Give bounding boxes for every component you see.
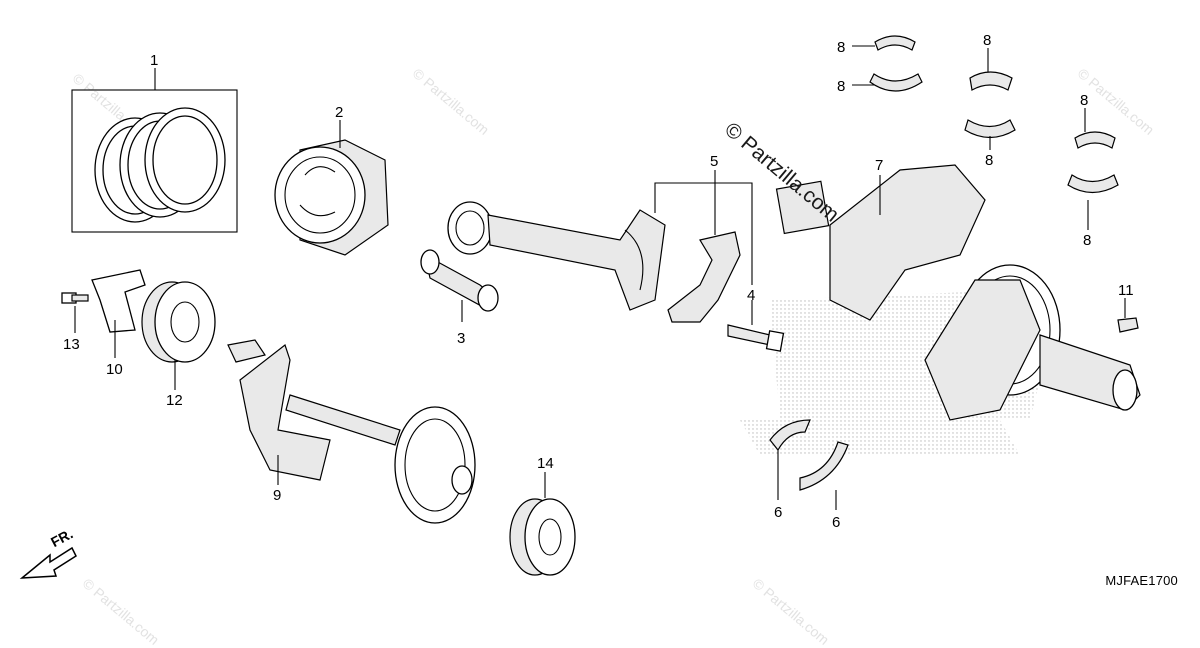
- callout-14: 14: [537, 455, 554, 472]
- callout-3: 3: [457, 330, 465, 347]
- piston: [274, 139, 389, 256]
- callout-8e: 8: [1080, 92, 1088, 109]
- setting-plate: [91, 269, 146, 333]
- callout-6b: 6: [832, 514, 840, 531]
- callout-8f: 8: [1083, 232, 1091, 249]
- callout-4: 4: [747, 287, 755, 304]
- callout-9: 9: [273, 487, 281, 504]
- callout-8a: 8: [837, 39, 845, 56]
- callout-5: 5: [710, 153, 718, 170]
- rod-bearings: [769, 419, 849, 491]
- diagram-reference-code: MJFAE1700: [1105, 573, 1178, 588]
- callout-1: 1: [150, 52, 158, 69]
- piston-pin: [420, 249, 499, 312]
- callout-8d: 8: [985, 152, 993, 169]
- rod-cap: [667, 231, 741, 323]
- ball-bearing-12: [141, 281, 216, 363]
- callout-2: 2: [335, 104, 343, 121]
- connecting-rod: [447, 201, 666, 311]
- rod-bolt: [727, 324, 785, 352]
- woodruff-key: [1117, 317, 1139, 333]
- ball-bearing-14: [509, 498, 576, 576]
- callout-10: 10: [106, 361, 123, 378]
- piston-rings: [71, 89, 238, 233]
- parts-diagram: 1 2 3 4 5 6 6 7 8 8 8 8 8 8 9 10 11 12 1…: [19, 32, 1141, 579]
- callout-13: 13: [63, 336, 80, 353]
- balancer-shaft: [227, 339, 476, 524]
- callout-6a: 6: [774, 504, 782, 521]
- callout-8c: 8: [983, 32, 991, 49]
- callout-11: 11: [1118, 282, 1134, 299]
- main-bearings: [869, 35, 1119, 194]
- leader-lines: [74, 45, 1126, 510]
- crankshaft: [775, 164, 1141, 421]
- callout-8b: 8: [837, 78, 845, 95]
- small-bolt: [61, 292, 89, 304]
- callout-12: 12: [166, 392, 183, 409]
- front-direction-arrow: [19, 546, 77, 579]
- callout-7: 7: [875, 157, 883, 174]
